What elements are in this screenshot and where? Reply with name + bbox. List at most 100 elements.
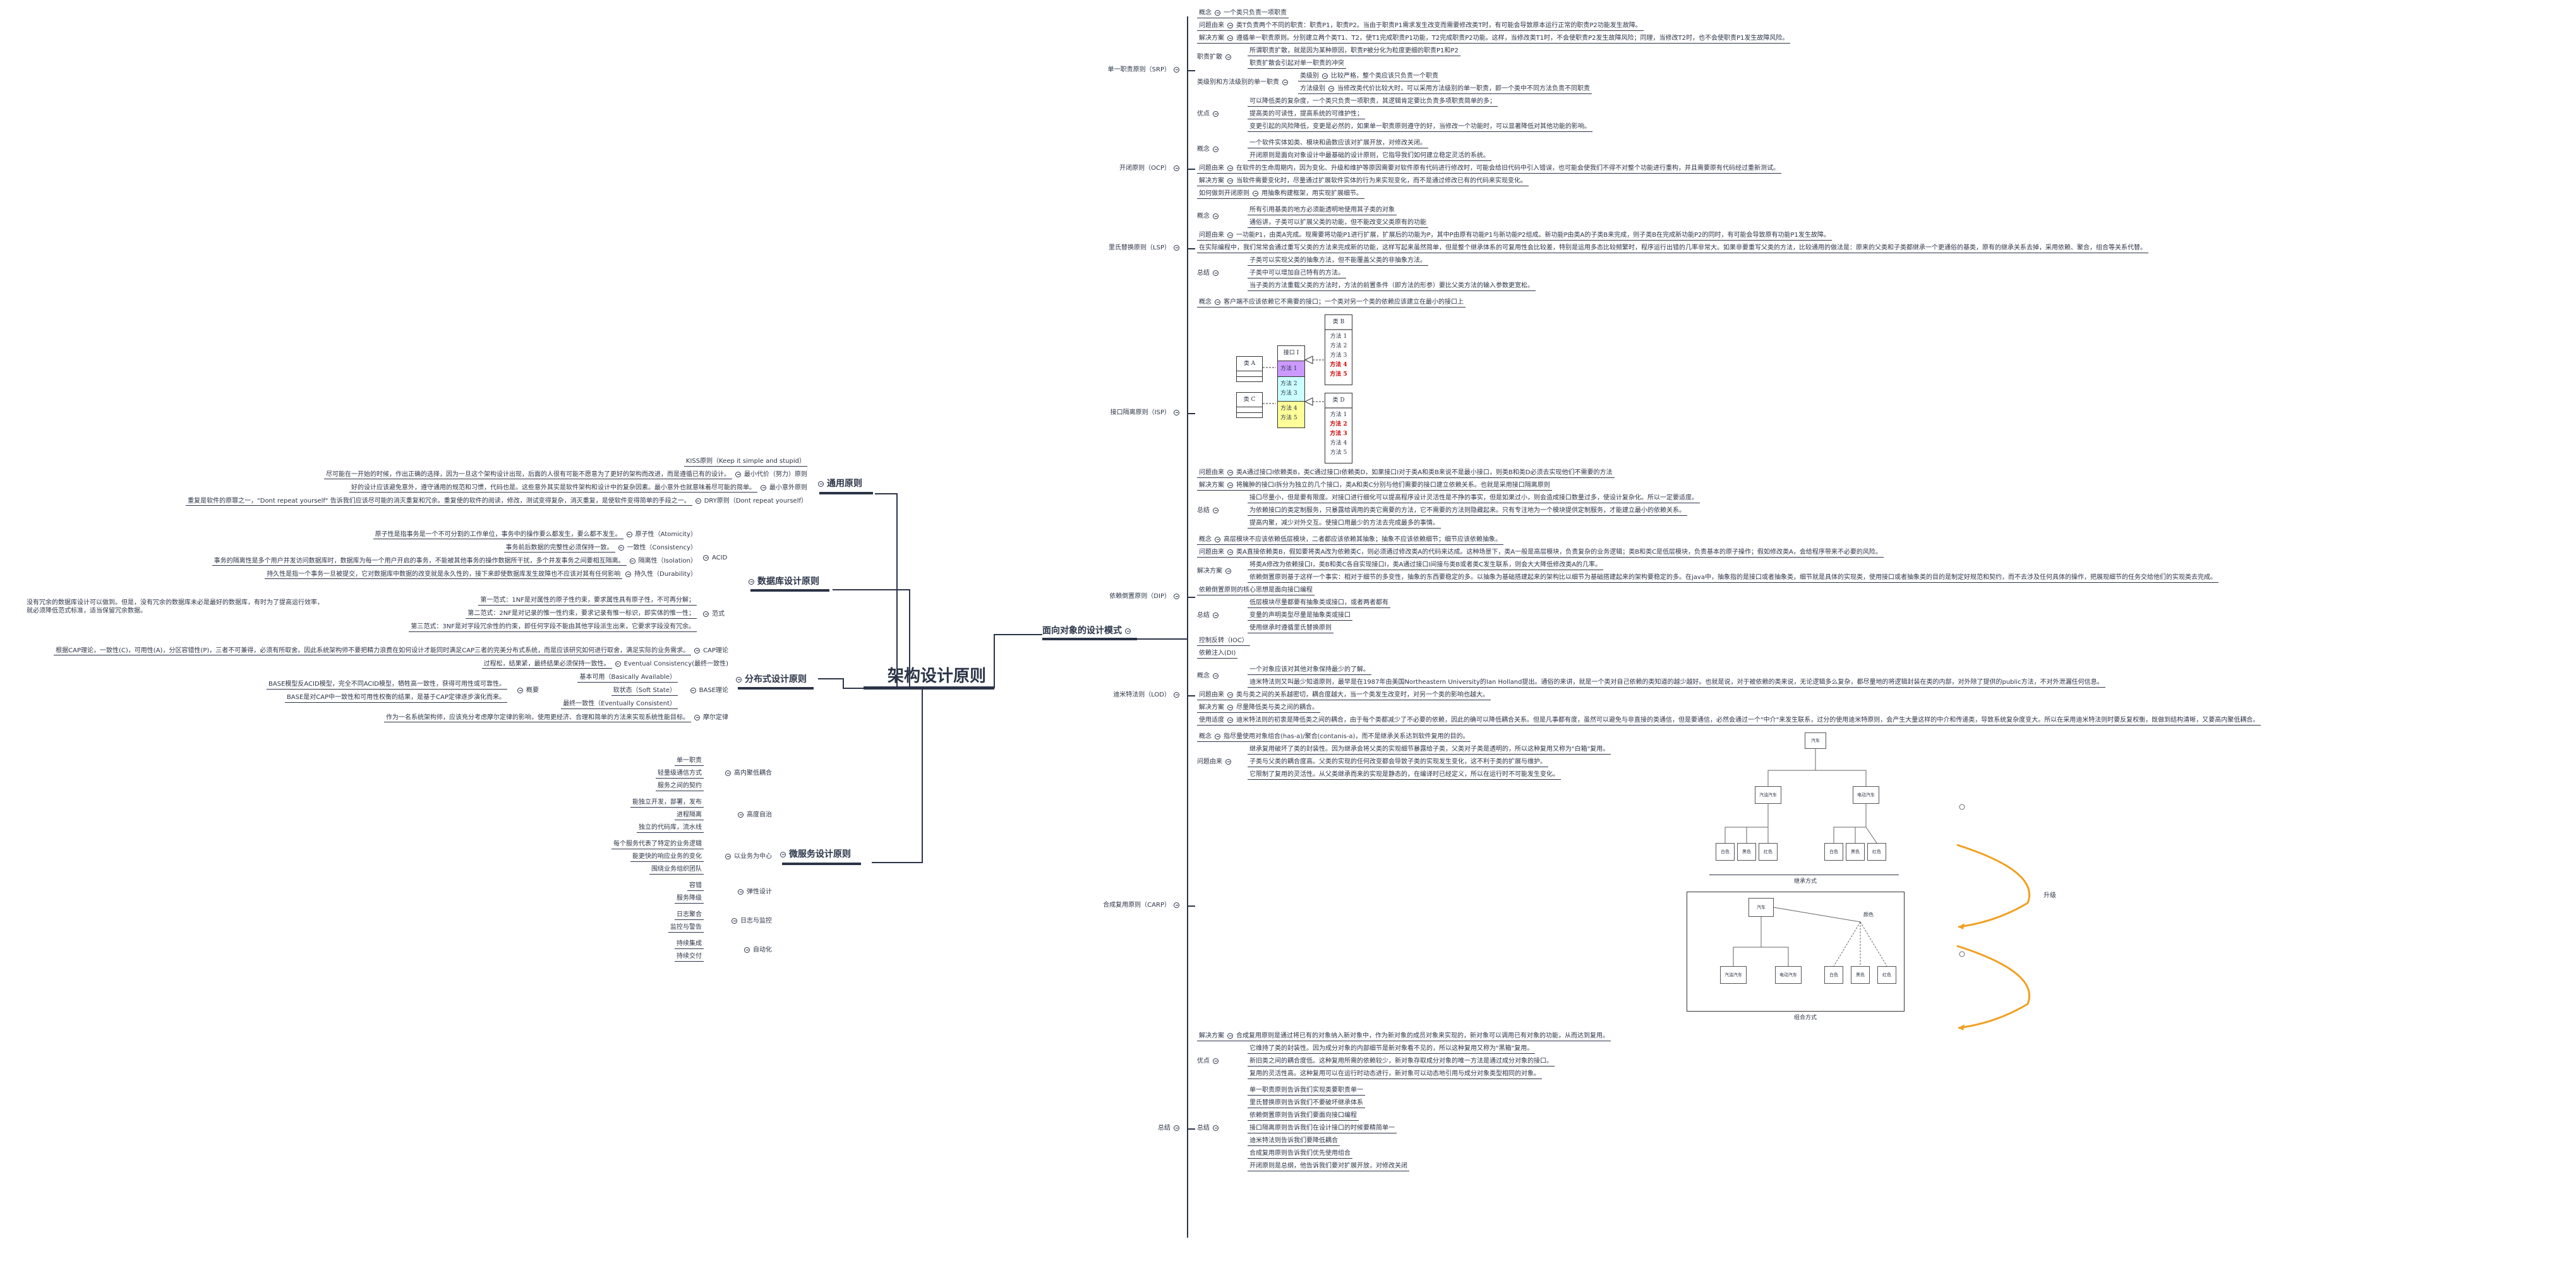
collapse-icon[interactable] <box>1227 469 1233 475</box>
isp-node[interactable]: 接口隔离原则（ISP） <box>1110 409 1183 417</box>
collapse-icon[interactable] <box>1215 9 1220 16</box>
collapse-icon[interactable] <box>626 531 632 537</box>
ms-group-0[interactable]: 高内聚低耦合 <box>722 769 772 777</box>
collapse-icon[interactable] <box>1213 507 1219 513</box>
collapse-icon[interactable] <box>1227 549 1233 555</box>
collapse-icon[interactable] <box>629 558 635 564</box>
collapse-icon[interactable] <box>1174 1125 1179 1131</box>
collapse-icon[interactable] <box>1215 733 1220 739</box>
isolation-node[interactable]: 隔离性（Isolation） <box>638 558 697 565</box>
collapse-icon[interactable] <box>1215 299 1220 305</box>
collapse-icon[interactable] <box>1227 232 1233 238</box>
carp-problem[interactable]: 问题由来 <box>1197 758 1234 766</box>
collapse-icon[interactable] <box>1213 213 1219 219</box>
collapse-icon[interactable] <box>749 578 754 585</box>
base-summary-node[interactable]: 概要 <box>514 686 539 695</box>
collapse-icon[interactable] <box>1227 482 1233 488</box>
collapse-icon[interactable] <box>695 498 701 504</box>
collapse-icon[interactable] <box>761 484 766 491</box>
collapse-icon[interactable] <box>694 714 700 720</box>
ocp-node[interactable]: 开闭原则（OCP） <box>1119 164 1183 172</box>
branch-general[interactable]: 通用原则 <box>815 478 862 489</box>
base-node[interactable]: BASE理论 <box>687 686 728 695</box>
ms-group-3[interactable]: 弹性设计 <box>735 888 772 896</box>
collapse-icon[interactable] <box>1227 717 1233 723</box>
srp-node[interactable]: 单一职责原则（SRP） <box>1108 66 1183 74</box>
collapse-icon[interactable] <box>517 687 523 693</box>
least-surprise-node[interactable]: 最小意外原则 <box>769 484 807 491</box>
collapse-icon[interactable] <box>1225 758 1231 765</box>
collapse-icon[interactable] <box>738 811 743 818</box>
collapse-icon[interactable] <box>1213 146 1219 152</box>
collapse-icon[interactable] <box>1227 177 1233 184</box>
collapse-icon[interactable] <box>1225 54 1231 60</box>
dip-summary[interactable]: 总结 <box>1197 611 1222 619</box>
collapse-icon[interactable] <box>690 687 696 693</box>
collapse-icon[interactable] <box>1227 1032 1233 1039</box>
oo-summary-node[interactable]: 总结 <box>1158 1124 1183 1132</box>
ocp-concept[interactable]: 概念 <box>1197 145 1222 153</box>
collapse-icon[interactable] <box>1174 691 1179 698</box>
collapse-icon[interactable] <box>1227 704 1233 710</box>
ms-group-4[interactable]: 日志与监控 <box>728 917 772 925</box>
collapse-icon[interactable] <box>1174 66 1179 73</box>
collapse-icon[interactable] <box>1174 409 1179 415</box>
branch-distributed[interactable]: 分布式设计原则 <box>733 674 807 685</box>
collapse-icon[interactable] <box>725 853 731 859</box>
lod-concept[interactable]: 概念 <box>1197 672 1222 680</box>
lsp-summary[interactable]: 总结 <box>1197 269 1222 277</box>
collapse-icon[interactable] <box>1213 612 1219 618</box>
acid-node[interactable]: ACID <box>700 554 727 562</box>
collapse-icon[interactable] <box>625 571 632 577</box>
collapse-icon[interactable] <box>1213 672 1219 679</box>
consistency-node[interactable]: 一致性（Consistency） <box>627 544 697 551</box>
collapse-icon[interactable] <box>780 851 786 858</box>
collapse-icon[interactable] <box>1213 1058 1219 1064</box>
collapse-icon[interactable] <box>1253 190 1258 196</box>
collapse-icon[interactable] <box>1227 165 1233 171</box>
collapse-icon[interactable] <box>725 770 731 776</box>
branch-database[interactable]: 数据库设计原则 <box>745 576 819 587</box>
collapse-icon[interactable] <box>1213 1125 1219 1131</box>
carp-pros[interactable]: 优点 <box>1197 1057 1222 1065</box>
collapse-icon[interactable] <box>694 647 701 654</box>
lsp-node[interactable]: 里氏替换原则（LSP） <box>1109 244 1183 252</box>
collapse-icon[interactable] <box>1174 244 1179 251</box>
collapse-icon[interactable] <box>731 917 737 924</box>
collapse-icon[interactable] <box>615 660 621 667</box>
eventual-node[interactable]: Eventual Consistency(最终一致性) <box>623 660 728 667</box>
collapse-icon[interactable] <box>1227 22 1233 28</box>
collapse-icon[interactable] <box>1225 568 1231 574</box>
collapse-icon[interactable] <box>618 544 624 551</box>
collapse-icon[interactable] <box>1328 85 1334 92</box>
branch-microservice[interactable]: 微服务设计原则 <box>777 849 851 860</box>
collapse-icon[interactable] <box>1215 536 1220 542</box>
durability-node[interactable]: 持久性（Durability） <box>634 571 697 578</box>
isp-summary[interactable]: 总结 <box>1197 506 1222 515</box>
collapse-icon[interactable] <box>1322 73 1328 79</box>
moore-node[interactable]: 摩尔定律 <box>703 714 728 721</box>
dry-node[interactable]: DRY原则（Dont repeat yourself） <box>704 498 807 505</box>
collapse-icon[interactable] <box>738 888 743 895</box>
collapse-icon[interactable] <box>1213 270 1219 276</box>
collapse-icon[interactable] <box>1125 628 1131 634</box>
collapse-icon[interactable] <box>1227 35 1233 41</box>
collapse-icon[interactable] <box>1213 111 1219 117</box>
collapse-icon[interactable] <box>818 481 824 487</box>
dip-solution[interactable]: 解决方案 <box>1197 567 1234 575</box>
collapse-icon[interactable] <box>1174 902 1179 908</box>
ms-group-5[interactable]: 自动化 <box>741 946 772 954</box>
collapse-icon[interactable] <box>1174 593 1179 599</box>
srp-level[interactable]: 类级别和方法级别的单一职责 <box>1197 78 1291 87</box>
least-effort-node[interactable]: 最小代价（努力）原则 <box>744 471 807 478</box>
srp-pros[interactable]: 优点 <box>1197 110 1222 118</box>
srp-spread[interactable]: 职责扩散 <box>1197 53 1234 61</box>
atomicity-node[interactable]: 原子性（Atomicity） <box>635 531 697 538</box>
collapse-icon[interactable] <box>735 471 741 477</box>
collapse-icon[interactable] <box>1227 691 1233 698</box>
collapse-icon[interactable] <box>744 947 750 953</box>
branch-oo[interactable]: 面向对象的设计模式 <box>1042 625 1134 636</box>
ms-group-2[interactable]: 以业务为中心 <box>722 852 772 861</box>
nf-node[interactable]: 范式 <box>700 610 725 618</box>
kiss-node[interactable]: KISS原则（Keep it simple and stupid） <box>683 457 807 467</box>
